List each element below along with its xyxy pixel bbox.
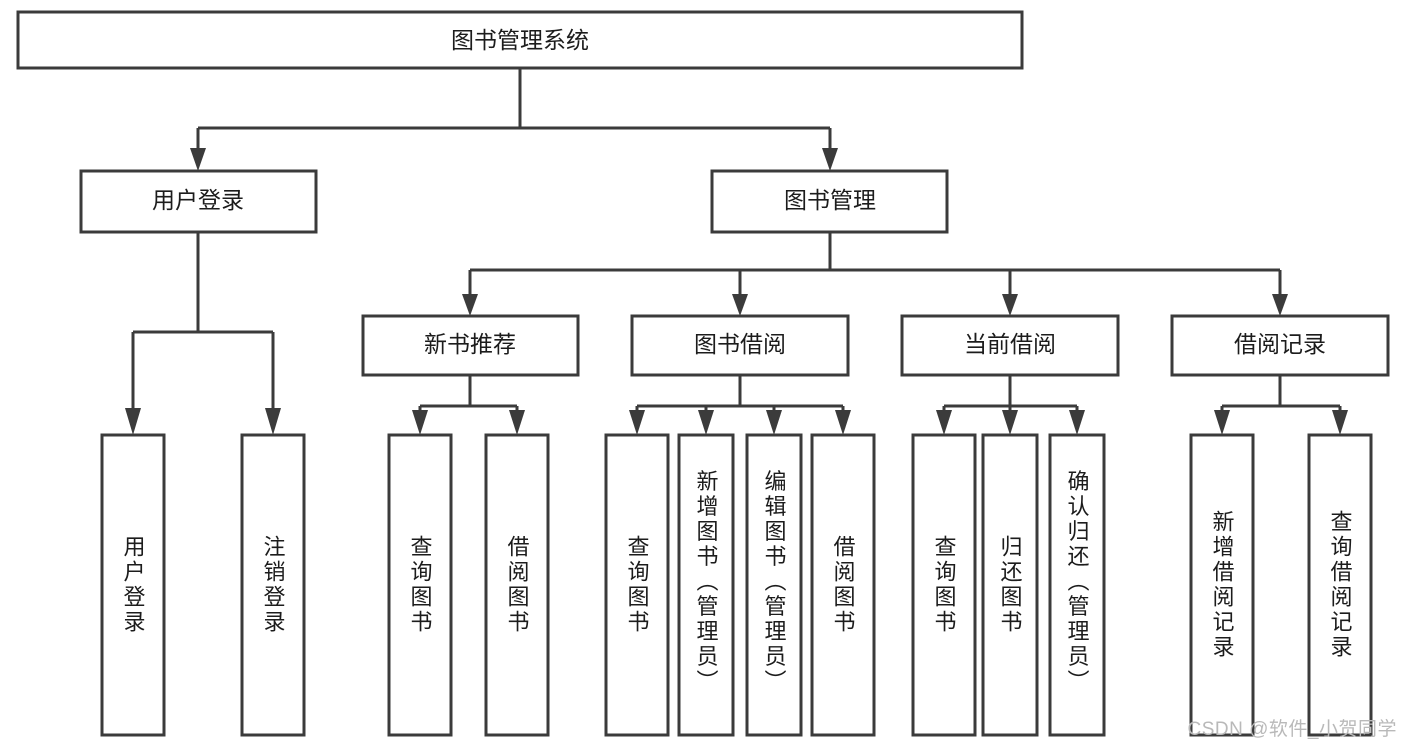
- node-leaf-borrow-book-2-box[interactable]: [810, 433, 876, 737]
- node-leaf-add-book[interactable]: 新增图书（管理员）: [677, 433, 735, 737]
- node-leaf-query-book-1-box[interactable]: [387, 433, 453, 737]
- node-user-login-label: 用户登录: [152, 187, 244, 213]
- arrowhead-leaf-user-login: [125, 408, 141, 435]
- node-root[interactable]: 图书管理系统: [16, 10, 1024, 70]
- node-leaf-confirm-return[interactable]: 确认归还（管理员）: [1048, 433, 1106, 737]
- node-book-borrow[interactable]: 图书借阅: [630, 314, 850, 377]
- node-leaf-return-book[interactable]: 归还图书: [981, 433, 1039, 737]
- arrowhead-leaf-add-record: [1214, 410, 1230, 435]
- node-leaf-user-login-box[interactable]: [100, 433, 166, 737]
- node-leaf-borrow-book-2-label: 借阅图书: [831, 535, 856, 635]
- node-leaf-user-logout[interactable]: 注销登录: [240, 433, 306, 737]
- node-leaf-confirm-return-box[interactable]: [1048, 433, 1106, 737]
- node-leaf-edit-book-box[interactable]: [745, 433, 803, 737]
- node-leaf-user-login[interactable]: 用户登录: [100, 433, 166, 737]
- node-borrow-record-box[interactable]: [1170, 314, 1390, 377]
- arrowhead-leaf-query-book-3: [936, 410, 952, 435]
- node-leaf-query-book-1-label: 查询图书: [408, 535, 433, 635]
- node-leaf-add-record-box[interactable]: [1189, 433, 1255, 737]
- node-leaf-query-record-box[interactable]: [1307, 433, 1373, 737]
- node-borrow-record-label: 借阅记录: [1234, 331, 1326, 357]
- node-leaf-query-book-1[interactable]: 查询图书: [387, 433, 453, 737]
- arrowhead-borrow-record: [1272, 294, 1288, 316]
- node-current-borrow-label: 当前借阅: [964, 331, 1056, 357]
- node-new-book-recommend[interactable]: 新书推荐: [361, 314, 580, 377]
- node-leaf-return-book-box[interactable]: [981, 433, 1039, 737]
- node-leaf-confirm-return-label: 确认归还（管理员）: [1065, 470, 1090, 695]
- arrowhead-current-borrow: [1002, 294, 1018, 316]
- arrowhead-leaf-query-record: [1332, 410, 1348, 435]
- node-leaf-add-record-label: 新增借阅记录: [1210, 510, 1235, 660]
- arrowhead-leaf-borrow-book-1: [509, 410, 525, 435]
- node-leaf-borrow-book-1-label: 借阅图书: [505, 535, 530, 635]
- node-current-borrow-box[interactable]: [900, 314, 1120, 377]
- node-user-login-box[interactable]: [79, 169, 318, 234]
- arrowhead-book-management: [822, 148, 838, 171]
- node-leaf-query-book-2-label: 查询图书: [625, 535, 650, 635]
- node-leaf-user-logout-box[interactable]: [240, 433, 306, 737]
- arrowhead-leaf-return-book: [1002, 410, 1018, 435]
- node-book-borrow-label: 图书借阅: [694, 331, 786, 357]
- arrowhead-leaf-query-book-2: [629, 410, 645, 435]
- node-leaf-edit-book-label: 编辑图书（管理员）: [762, 470, 787, 695]
- connector-layer: [125, 68, 1348, 435]
- node-book-management-label: 图书管理: [784, 187, 876, 213]
- node-borrow-record[interactable]: 借阅记录: [1170, 314, 1390, 377]
- node-leaf-user-login-label: 用户登录: [121, 535, 146, 635]
- node-leaf-borrow-book-1-box[interactable]: [484, 433, 550, 737]
- arrowhead-leaf-user-logout: [265, 408, 281, 435]
- node-root-box[interactable]: [16, 10, 1024, 70]
- node-leaf-borrow-book-1[interactable]: 借阅图书: [484, 433, 550, 737]
- node-current-borrow[interactable]: 当前借阅: [900, 314, 1120, 377]
- arrowhead-leaf-confirm-return: [1069, 410, 1085, 435]
- arrowhead-leaf-borrow-book-2: [835, 410, 851, 435]
- arrowhead-leaf-edit-book: [766, 410, 782, 435]
- node-leaf-add-book-box[interactable]: [677, 433, 735, 737]
- node-book-management-box[interactable]: [710, 169, 949, 234]
- node-leaf-query-book-3-box[interactable]: [911, 433, 977, 737]
- node-leaf-add-book-label: 新增图书（管理员）: [694, 470, 719, 695]
- arrowhead-new-book-recommend: [462, 294, 478, 316]
- csdn-watermark: CSDN @软件_小贺同学: [1187, 719, 1397, 740]
- node-leaf-query-book-3-label: 查询图书: [932, 535, 957, 635]
- node-leaf-query-book-2[interactable]: 查询图书: [604, 433, 670, 737]
- node-book-management[interactable]: 图书管理: [710, 169, 949, 234]
- node-leaf-query-book-3[interactable]: 查询图书: [911, 433, 977, 737]
- node-leaf-edit-book[interactable]: 编辑图书（管理员）: [745, 433, 803, 737]
- node-leaf-user-logout-label: 注销登录: [261, 535, 286, 635]
- node-root-label: 图书管理系统: [451, 27, 589, 53]
- node-new-book-recommend-box[interactable]: [361, 314, 580, 377]
- arrowhead-book-borrow: [732, 294, 748, 316]
- node-leaf-query-record-label: 查询借阅记录: [1328, 510, 1353, 660]
- node-leaf-return-book-label: 归还图书: [998, 535, 1023, 635]
- node-leaf-query-book-2-box[interactable]: [604, 433, 670, 737]
- node-leaf-borrow-book-2[interactable]: 借阅图书: [810, 433, 876, 737]
- arrowhead-leaf-query-book-1: [412, 410, 428, 435]
- node-book-borrow-box[interactable]: [630, 314, 850, 377]
- node-leaf-add-record[interactable]: 新增借阅记录: [1189, 433, 1255, 737]
- node-leaf-query-record[interactable]: 查询借阅记录: [1307, 433, 1373, 737]
- arrowhead-user-login: [190, 148, 206, 171]
- node-new-book-recommend-label: 新书推荐: [424, 331, 516, 357]
- arrowhead-leaf-add-book: [698, 410, 714, 435]
- node-user-login[interactable]: 用户登录: [79, 169, 318, 234]
